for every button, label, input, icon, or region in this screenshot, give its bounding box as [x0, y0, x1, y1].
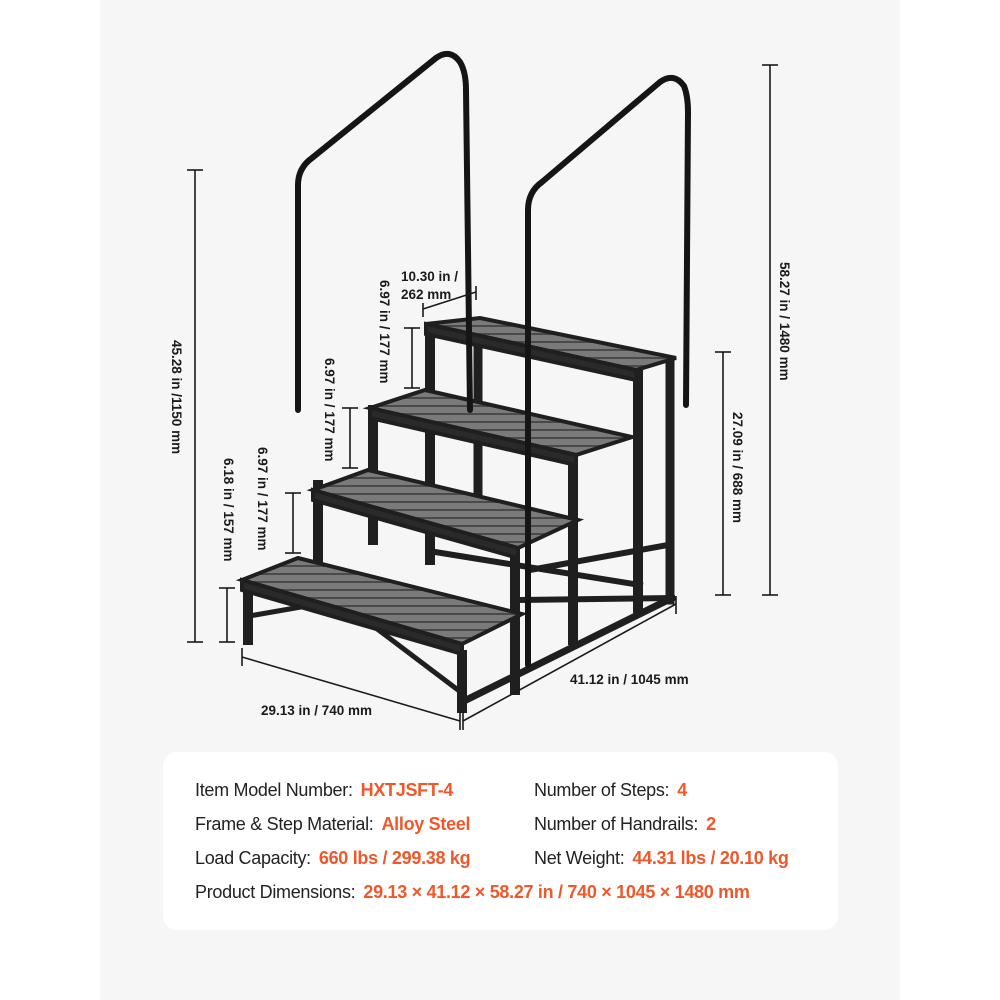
spec-model: Item Model Number: HXTJSFT-4	[195, 780, 453, 801]
spec-material-value: Alloy Steel	[381, 814, 471, 834]
stair-treads	[235, 315, 677, 657]
spec-model-value: HXTJSFT-4	[360, 780, 454, 800]
spec-model-label: Item Model Number:	[195, 780, 353, 800]
spec-material: Frame & Step Material: Alloy Steel	[195, 814, 471, 835]
right-handrail	[525, 74, 691, 668]
dim-step-depth-mm-label: 262 mm	[401, 287, 451, 302]
dim-middle-rise-label: 6.97 in / 177 mm	[322, 358, 337, 462]
dim-overall-height-label: 58.27 in / 1480 mm	[777, 262, 792, 381]
spec-load-value: 660 lbs / 299.38 kg	[318, 848, 471, 868]
left-handrail	[295, 50, 473, 413]
spec-load: Load Capacity: 660 lbs / 299.38 kg	[195, 848, 471, 869]
dim-platform-height-label: 27.09 in / 688 mm	[730, 412, 745, 523]
spec-dimensions-value: 29.13 × 41.12 × 58.27 in / 740 × 1045 × …	[363, 882, 750, 902]
spec-steps-value: 4	[677, 780, 687, 800]
spec-handrails-label: Number of Handrails:	[534, 814, 699, 834]
spec-handrails: Number of Handrails: 2	[534, 814, 716, 835]
spec-dimensions: Product Dimensions: 29.13 × 41.12 × 58.27…	[195, 882, 750, 903]
dim-handrail-height-label: 45.28 in /1150 mm	[169, 340, 184, 454]
spec-steps-label: Number of Steps:	[534, 780, 670, 800]
spec-dimensions-label: Product Dimensions:	[195, 882, 356, 902]
dim-bottom-rise-label: 6.18 in / 157 mm	[221, 458, 236, 562]
spec-load-label: Load Capacity:	[195, 848, 311, 868]
stair-diagram: 45.28 in /1150 mm 6.18 in / 157 mm 6.97 …	[169, 50, 792, 730]
handrails	[295, 50, 691, 668]
spec-material-label: Frame & Step Material:	[195, 814, 374, 834]
spec-steps: Number of Steps: 4	[534, 780, 687, 801]
spec-weight-value: 44.31 lbs / 20.10 kg	[632, 848, 789, 868]
specs-card: Item Model Number: HXTJSFT-4 Number of St…	[163, 752, 838, 930]
dim-width-label: 29.13 in / 740 mm	[261, 703, 372, 718]
dimension-lines	[187, 64, 778, 730]
spec-weight: Net Weight: 44.31 lbs / 20.10 kg	[534, 848, 789, 869]
dim-length-label: 41.12 in / 1045 mm	[570, 672, 689, 687]
spec-weight-label: Net Weight:	[534, 848, 625, 868]
dim-top-rise-label: 6.97 in / 177 mm	[377, 280, 392, 384]
dim-step-depth-label: 10.30 in /	[401, 269, 458, 284]
spec-handrails-value: 2	[706, 814, 716, 834]
dim-lower-rise-label: 6.97 in / 177 mm	[255, 447, 270, 551]
